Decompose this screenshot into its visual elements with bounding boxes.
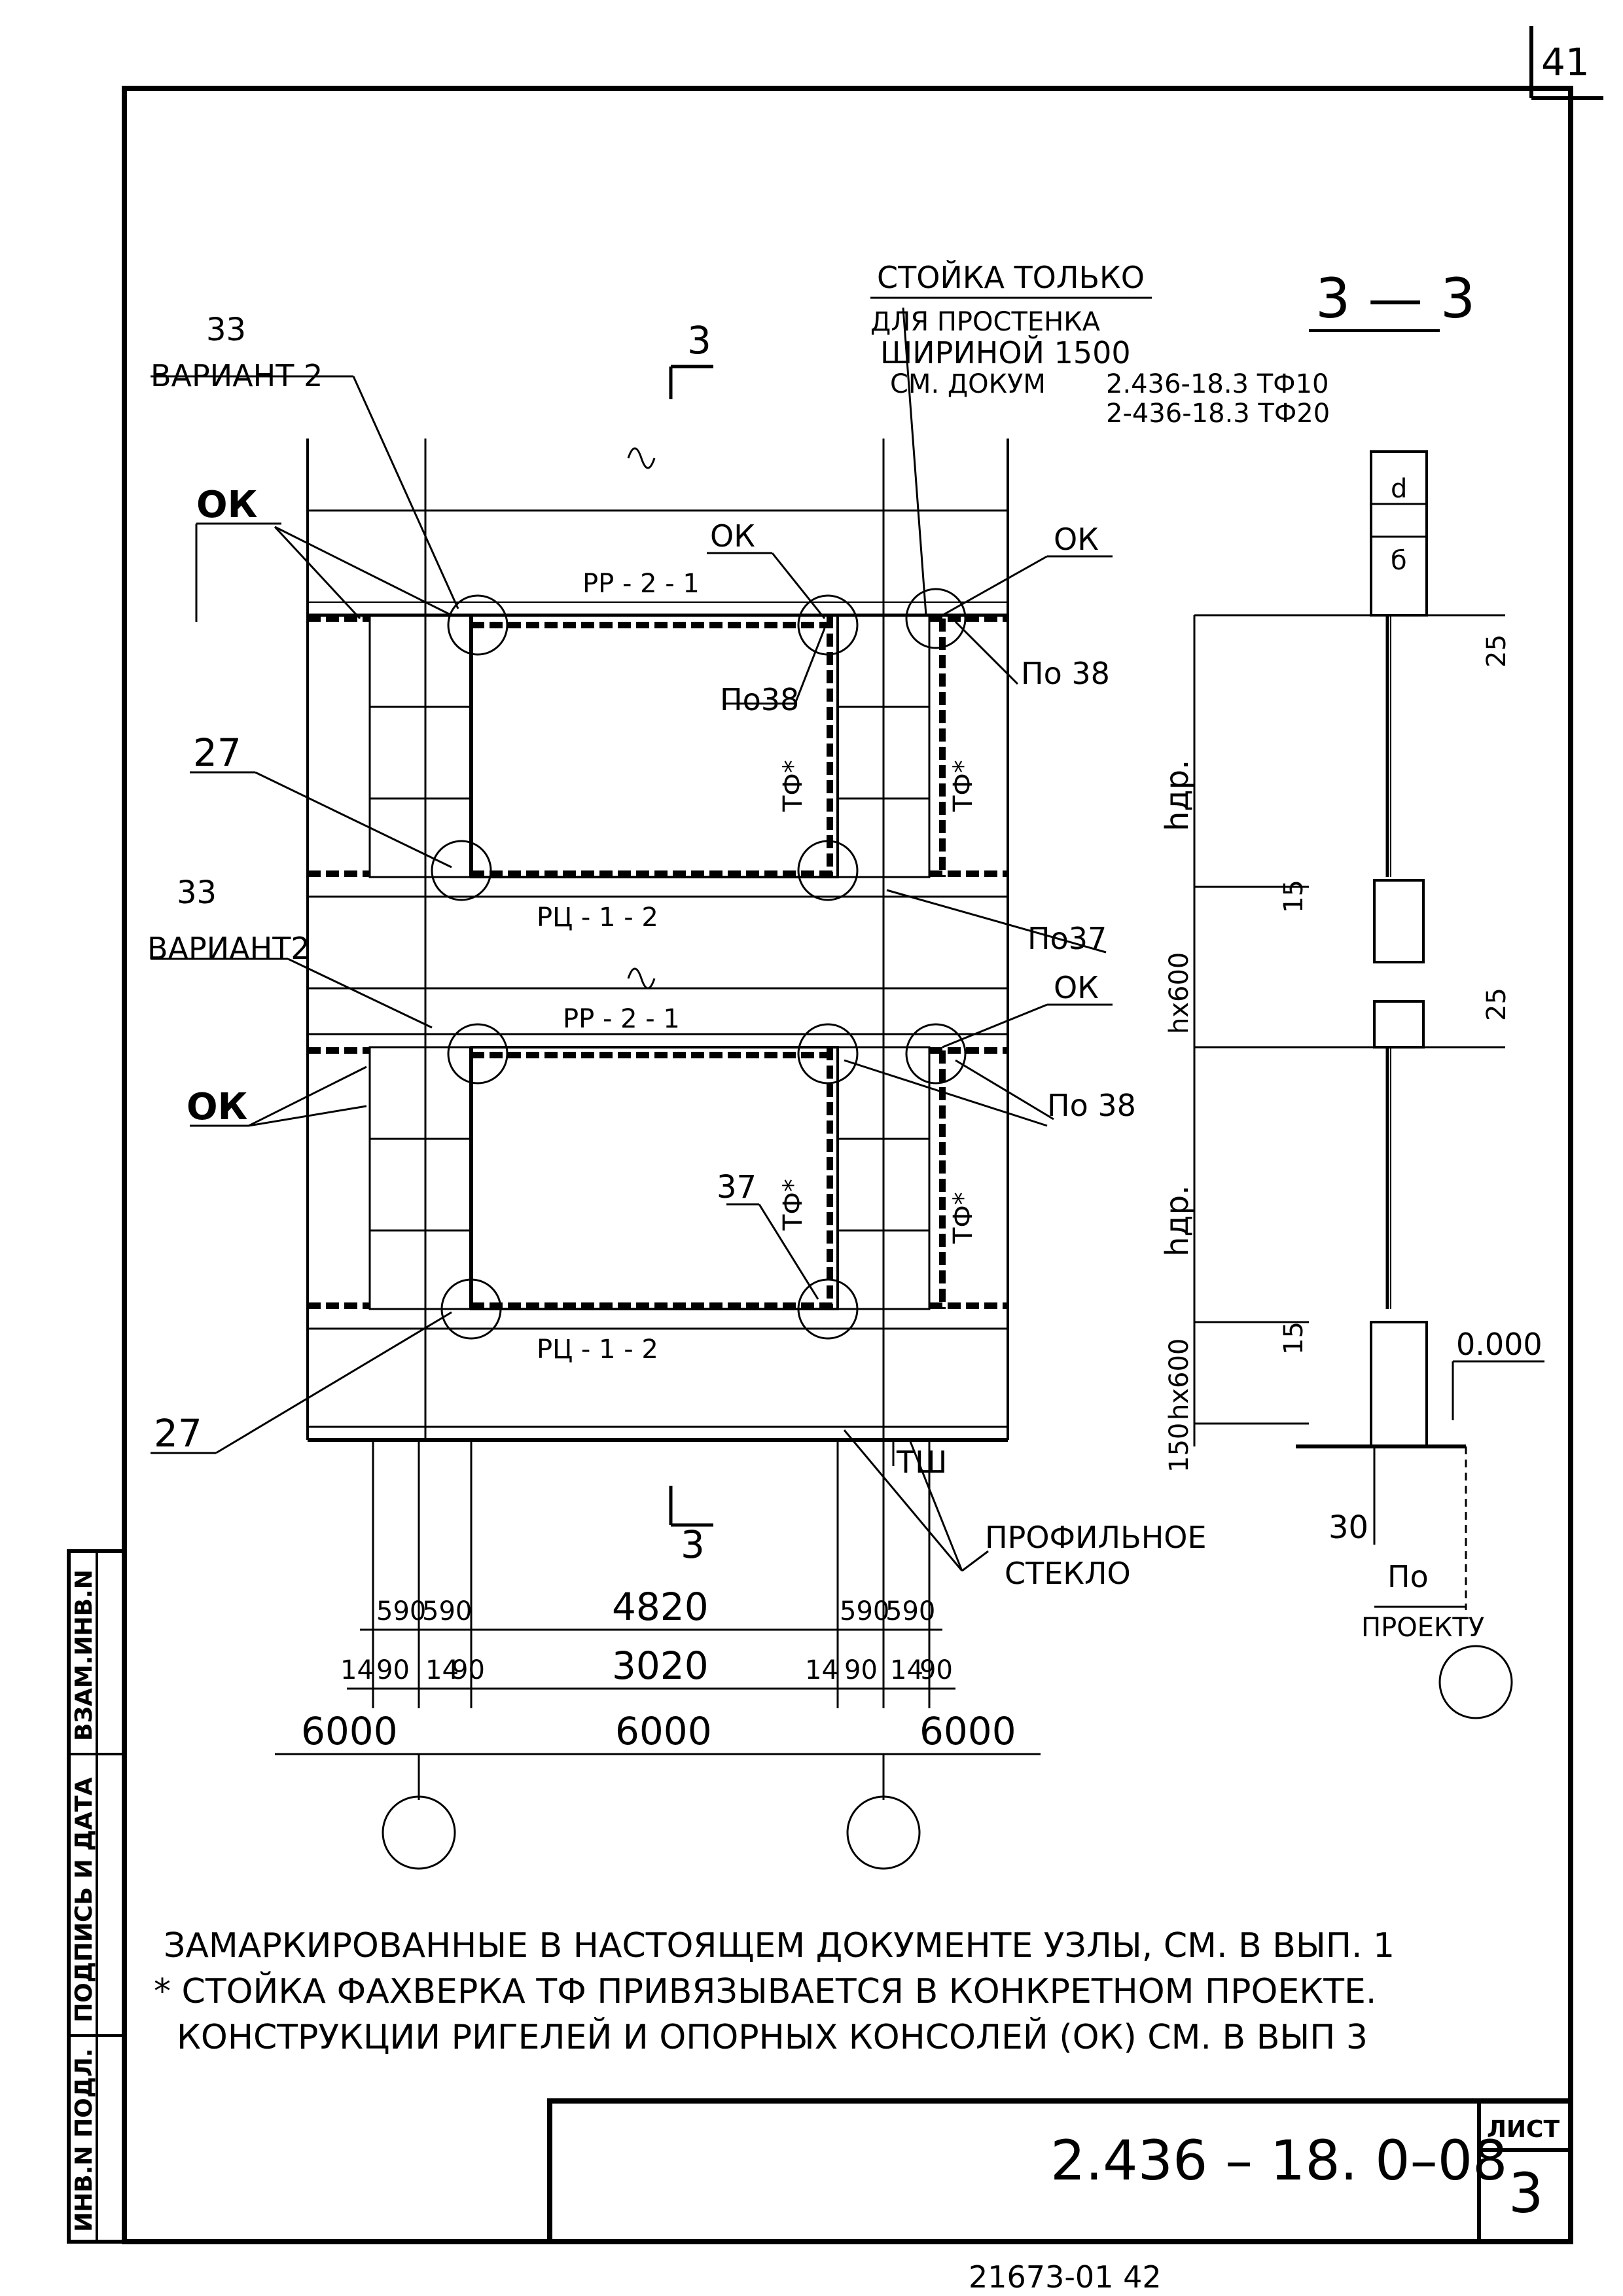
dim-r2-1: 14 xyxy=(340,1655,374,1685)
sec-dim-n600-bottom: hx600 xyxy=(1164,1338,1194,1420)
stojka-note-4: СМ. ДОКУМ xyxy=(890,369,1046,399)
sheet-number: 3 xyxy=(1508,2161,1543,2225)
bottom-stamp: 21673-01 42 xyxy=(969,2259,1162,2295)
drawing-frame xyxy=(122,86,1573,2244)
side-stamp-inv: ИНВ.N ПОДЛ. xyxy=(71,2049,98,2232)
dim-r2-7: 90 xyxy=(844,1655,878,1685)
callout-po38-right-top: По 38 xyxy=(1021,656,1110,691)
sec-dim-25-mid: 25 xyxy=(1482,988,1512,1021)
dim-r2-2: 90 xyxy=(376,1655,410,1685)
cut-marker-bottom-label: 3 xyxy=(681,1522,705,1567)
section-label: 3 — 3 xyxy=(1315,266,1475,331)
sec-po-proektu-2: ПРОЕКТУ xyxy=(1361,1613,1484,1643)
note-line-1: ЗАМАРКИРОВАННЫЕ В НАСТОЯЩЕМ ДОКУМЕНТЕ УЗ… xyxy=(164,1926,1395,1965)
sec-dim-15-top: 15 xyxy=(1279,880,1309,913)
callout-ok-mid-top: ОК xyxy=(710,518,755,554)
callout-33-top: 33 xyxy=(206,312,246,348)
sec-dim-150: 150 xyxy=(1164,1423,1194,1473)
dim-r2-8: 14 xyxy=(890,1655,923,1685)
side-stamp: ИНВ.N ПОДЛ. ПОДПИСЬ И ДАТА ВЗАМ.ИНВ.N xyxy=(67,1549,126,2244)
dim-r1-4: 590 xyxy=(840,1596,889,1626)
callout-ok-left-top: ОК xyxy=(196,484,257,526)
callout-po38-right-bottom: По 38 xyxy=(1047,1088,1136,1123)
callout-po37: По37 xyxy=(1027,921,1107,956)
sheet-label: ЛИСТ xyxy=(1487,2116,1560,2143)
label-rc-bottom: РЦ - 1 - 2 xyxy=(537,1335,658,1365)
stojka-note-3: ШИРИНОЙ 1500 xyxy=(880,335,1131,370)
sec-mark-top-1: d xyxy=(1391,474,1407,504)
dimension-lines xyxy=(275,1440,1041,1870)
side-stamp-vzam: ВЗАМ.ИНВ.N xyxy=(71,1570,98,1741)
leader-lines xyxy=(151,307,1113,1572)
stojka-note-1: СТОЙКА ТОЛЬКО xyxy=(877,260,1145,295)
stojka-note-ref2: 2-436-18.3 ТФ20 xyxy=(1106,399,1330,429)
cut-marker-top-label: 3 xyxy=(687,318,711,363)
callout-ok-left-bottom: ОК xyxy=(187,1086,247,1128)
stojka-note-ref1: 2.436-18.3 ТФ10 xyxy=(1106,369,1329,399)
sec-dim-n600: hx600 xyxy=(1164,952,1194,1034)
dim-r2-3: 14 xyxy=(425,1655,459,1685)
stojka-note-2: ДЛЯ ПРОСТЕНКА xyxy=(870,307,1101,337)
dim-r1-5: 590 xyxy=(885,1596,935,1626)
title-block xyxy=(547,2098,1573,2244)
dim-r1-2: 590 xyxy=(422,1596,472,1626)
sec-dim-30: 30 xyxy=(1329,1509,1368,1546)
callout-po38-left: По38 xyxy=(720,682,799,717)
sec-dim-h-bottom: hдр. xyxy=(1159,1185,1196,1257)
cut-marker-bottom xyxy=(669,1486,713,1527)
label-tf-4: ТФ* xyxy=(948,1192,978,1244)
dim-r2-5: 3020 xyxy=(612,1643,709,1688)
facade-elevation xyxy=(306,439,1009,1442)
note-line-3: КОНСТРУКЦИИ РИГЕЛЕЙ И ОПОРНЫХ КОНСОЛЕЙ (… xyxy=(177,2017,1368,2057)
sec-mark-top-2: б xyxy=(1391,546,1407,576)
sec-dim-15-bottom: 15 xyxy=(1279,1321,1309,1355)
label-tf-3: ТФ* xyxy=(778,1179,808,1231)
sec-level: 0.000 xyxy=(1456,1327,1543,1362)
callout-ok-right-top: ОК xyxy=(1054,522,1099,557)
callout-27-bottom: 27 xyxy=(154,1411,202,1456)
sec-dim-h-top: hдр. xyxy=(1159,760,1196,831)
label-rr-top: РР - 2 - 1 xyxy=(582,569,700,599)
document-code: 2.436 – 18. 0–08 xyxy=(1050,2128,1508,2193)
callout-33-mid: 33 xyxy=(177,874,217,911)
sec-po-proektu-1: По xyxy=(1387,1559,1429,1594)
section-3-3 xyxy=(1193,450,1544,1719)
callout-tsh: ТШ xyxy=(896,1444,947,1480)
callout-profile-glass-2: СТЕКЛО xyxy=(1005,1556,1131,1591)
callout-variant2-top: ВАРИАНТ 2 xyxy=(151,358,323,393)
callout-37: 37 xyxy=(717,1169,757,1206)
label-rr-bottom: РР - 2 - 1 xyxy=(563,1004,680,1034)
dim-r3-3: 6000 xyxy=(919,1709,1016,1753)
note-line-2: * СТОЙКА ФАХВЕРКА ТФ ПРИВЯЗЫВАЕТСЯ В КОН… xyxy=(154,1971,1376,2011)
label-rc-top: РЦ - 1 - 2 xyxy=(537,903,658,933)
dim-r2-4: 90 xyxy=(452,1655,485,1685)
callout-ok-right-bottom: ОК xyxy=(1054,970,1099,1005)
label-tf-2: ТФ* xyxy=(948,760,978,812)
dim-r3-1: 6000 xyxy=(301,1709,398,1753)
dim-r2-9: 90 xyxy=(919,1655,953,1685)
label-tf-1: ТФ* xyxy=(778,760,808,812)
side-stamp-sign: ПОДПИСЬ И ДАТА xyxy=(71,1777,98,2022)
cut-marker-top xyxy=(669,365,713,399)
callout-27-top: 27 xyxy=(193,730,241,775)
dim-r1-3: 4820 xyxy=(612,1585,709,1629)
callout-variant2-mid: ВАРИАНТ2 xyxy=(147,931,310,966)
page-number: 41 xyxy=(1541,40,1590,84)
dim-r1-1: 590 xyxy=(376,1596,426,1626)
callout-profile-glass-1: ПРОФИЛЬНОЕ xyxy=(985,1520,1207,1555)
dim-r3-2: 6000 xyxy=(615,1709,712,1753)
dim-r2-6: 14 xyxy=(805,1655,838,1685)
sec-dim-25-top: 25 xyxy=(1482,634,1512,668)
